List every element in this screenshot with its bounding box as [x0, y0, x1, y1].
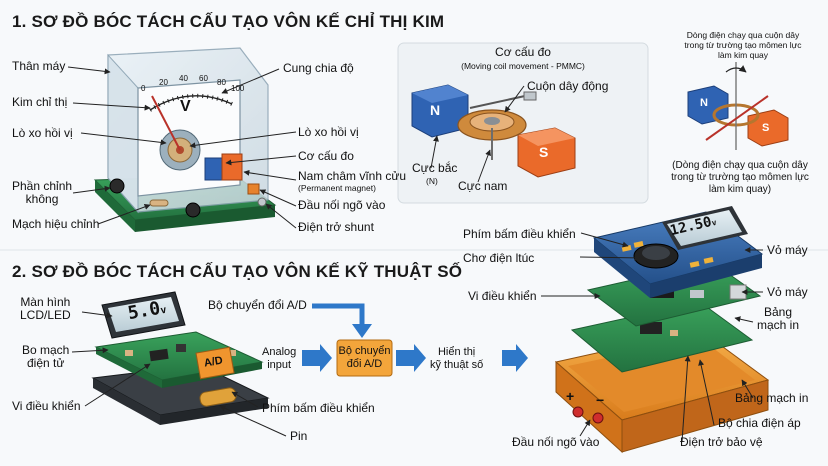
- digital-leader-lines: [71, 311, 287, 437]
- digital-meter-illustration: [91, 291, 270, 425]
- label-cuc-nam: Cực nam: [458, 179, 508, 193]
- label-vo-may-1: Vỏ máy: [767, 243, 808, 257]
- label-mach-hieu-chinh: Mạch hiệu chỉnh: [12, 217, 100, 231]
- label-phan-chinh-khong: Phần chỉnh không: [12, 179, 73, 206]
- label-man-hinh: Màn hình LCD/LED: [20, 295, 71, 322]
- flow-output: Hiển thị kỹ thuật số: [430, 346, 484, 371]
- label-bang-mach-in-1: Bảng mạch in: [757, 305, 800, 332]
- label-dau-noi-ngo-vao-right: Đầu nối ngõ vào: [512, 435, 600, 449]
- torque-caption-top: Dòng điện chạy qua cuộn dây trong từ trư…: [684, 30, 802, 60]
- label-lo-xo-hoi-vi-left: Lò xo hồi vị: [12, 126, 73, 140]
- label-phim-bam-right: Phím bấm điều khiển: [463, 227, 576, 241]
- label-cuon-day-dong: Cuộn dây động: [527, 79, 609, 93]
- label-bo-mach: Bo mạch điện tử: [22, 343, 70, 370]
- label-nam-cham-en: (Permanent magnet): [298, 183, 376, 193]
- label-bang-mach-in-2: Bảng mạch in: [735, 391, 809, 405]
- label-dien-tro-bao-ve: Điện trở bảo vệ: [680, 435, 763, 449]
- torque-pole-s: S: [762, 122, 770, 134]
- label-vi-dieu-khien-left: Vi điều khiển: [12, 399, 81, 413]
- flow-input: Analog input: [262, 346, 297, 371]
- section1-title: 1. SƠ ĐỒ BÓC TÁCH CẤU TẠO VÔN KẾ CHỈ THỊ…: [12, 12, 445, 31]
- label-dien-tro-shunt: Điện trở shunt: [298, 220, 374, 234]
- section2-title: 2. SƠ ĐỒ BÓC TÁCH CẤU TẠO VÔN KẾ KỸ THUẬ…: [12, 262, 463, 281]
- label-co-cau-do: Cơ cấu đo: [298, 149, 354, 163]
- label-cho-dien-luc: Chơ điện ltúc: [463, 251, 535, 265]
- label-bo-chuyen-doi: Bộ chuyển đổi A/D: [208, 298, 307, 312]
- signal-flow: [302, 339, 528, 377]
- torque-pole-n: N: [700, 97, 708, 109]
- terminal-plus: +: [566, 388, 575, 404]
- multimeter-leader-lines: [541, 232, 763, 443]
- scale-tick: 100: [231, 84, 245, 93]
- mechanism-subtitle: (Moving coil movement - PMMC): [461, 61, 585, 71]
- label-vo-may-2: Vỏ máy: [767, 285, 808, 299]
- label-cuc-bac: Cực bắc: [412, 161, 458, 175]
- scale-tick: 0: [141, 84, 146, 93]
- label-bo-chia-dien-ap: Bộ chia điện áp: [718, 416, 801, 430]
- scale-tick: 60: [199, 74, 208, 83]
- terminal-minus: −: [596, 392, 605, 408]
- scale-tick: 80: [217, 78, 226, 87]
- label-vi-dieu-khien-right: Vi điều khiển: [468, 289, 537, 303]
- torque-caption-bottom: (Dòng điện chạy qua cuộn dây trong từ tr…: [671, 160, 809, 195]
- pmmc-mechanism: [411, 84, 576, 178]
- label-lo-xo-hoi-vi-right: Lò xo hồi vị: [298, 125, 359, 139]
- ad-callout-arrow: [312, 303, 365, 326]
- torque-illustration: [687, 62, 789, 150]
- label-pin: Pin: [290, 429, 308, 443]
- flow-converter: Bộ chuyển đổi A/D: [338, 345, 391, 370]
- ad-callout-arrowhead: [352, 324, 372, 338]
- multimeter-illustration: [554, 206, 770, 454]
- pole-s-label: S: [539, 144, 549, 160]
- label-kim-chi-thi: Kim chỉ thị: [12, 95, 68, 109]
- label-than-may: Thân máy: [12, 59, 66, 73]
- pole-n-label: N: [430, 102, 441, 118]
- label-phim-bam-left: Phím bấm điều khiển: [262, 401, 375, 415]
- scale-tick: 20: [159, 78, 168, 87]
- mechanism-title: Cơ cấu đo: [495, 45, 551, 59]
- label-cuc-bac-sub: (N): [426, 176, 438, 186]
- mechanism-leader-lines: [430, 85, 525, 183]
- meter-unit: V: [180, 98, 191, 115]
- label-dau-noi-ngo-vao: Đầu nối ngõ vào: [298, 198, 386, 212]
- scale-tick: 40: [179, 74, 188, 83]
- label-cung-chia-do: Cung chia độ: [283, 61, 354, 75]
- label-nam-cham: Nam châm vĩnh cửu: [298, 169, 407, 183]
- analog-leader-lines: [67, 66, 297, 229]
